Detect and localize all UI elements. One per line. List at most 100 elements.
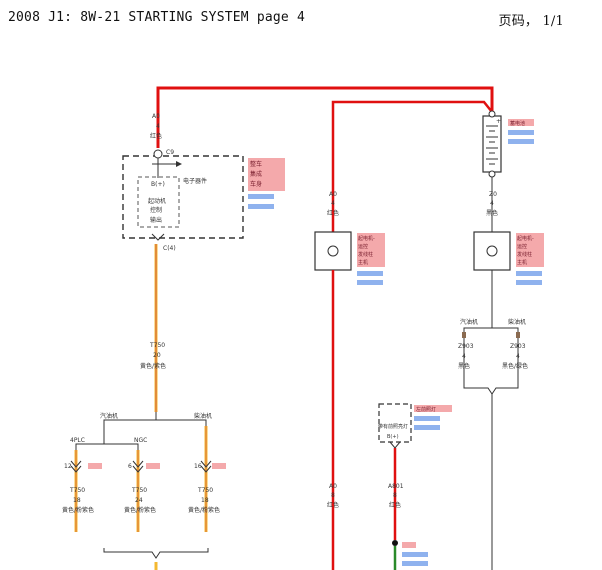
wire-z0-pin: 4	[490, 200, 494, 207]
relay-right-pink-2: 运控	[517, 243, 527, 250]
headlamp-box-label: 带有前照亮灯	[378, 423, 408, 430]
relay-left-pink-2: 运控	[358, 243, 368, 250]
relay-right-blue-2	[516, 280, 542, 285]
relay-left-pink	[357, 233, 385, 267]
relay-right-pink-1: 起电机-	[517, 235, 534, 242]
wire-a801-pin: 8	[393, 492, 397, 499]
branch-right-right-label: 柴油机	[508, 318, 526, 326]
module-pin-top: C9	[166, 149, 174, 156]
wire-z903-circuit: Z903	[458, 343, 474, 350]
wire-t750-main-circuit: T750	[149, 342, 165, 349]
connector-c2-pin: 6	[128, 463, 132, 470]
wire-a0-right-circuit: A0	[329, 191, 337, 198]
page-number: 页码， 1/1	[498, 14, 564, 29]
z903-stub-right	[516, 332, 520, 338]
relay-left-pink-3: 发线柱	[358, 251, 373, 258]
bottom-brace	[103, 548, 209, 559]
wire-a0-bottom-color: 红色	[327, 501, 339, 509]
module-inner-line-1: 起动机	[148, 197, 166, 205]
branch-left-label: 汽油机	[100, 412, 118, 420]
module-pink-line-3: 车身	[250, 180, 262, 188]
wire-t750-main-color: 黄色/紫色	[140, 362, 166, 370]
control-module	[122, 155, 244, 239]
module-pink-label	[248, 158, 285, 191]
connector-c2-label: NGC	[134, 437, 147, 444]
module-output-arrow	[151, 233, 165, 241]
wire-a0-right-top	[331, 100, 493, 232]
relay-right-blue-1	[516, 271, 542, 276]
wire-z0-color: 黑色	[486, 209, 498, 217]
module-blue-bar-2	[248, 204, 274, 209]
wire-t750-m-circuit: T750	[131, 487, 147, 494]
wire-t750-m-color: 黄色/粉紫色	[124, 506, 156, 514]
battery-plus-icon: +	[496, 118, 501, 125]
module-arrow-icon	[176, 161, 182, 167]
relay-left-pink-1: 起电机-	[358, 235, 375, 242]
relay-right-pink	[516, 233, 544, 267]
module-pin-bottom: C(4)	[163, 245, 176, 252]
relay-left-blue-1	[357, 271, 383, 276]
wire-a0-circuit: A0	[152, 113, 160, 120]
wire-t750-r-gauge: 18	[201, 497, 209, 504]
headlamp-box-b: B(+)	[387, 434, 399, 440]
wire-t750-l-color: 黄色/粉紫色	[62, 506, 94, 514]
module-pink-line-1: 整车	[250, 160, 262, 168]
connector-c2-pink	[146, 463, 160, 469]
connector-c1-icon	[70, 460, 82, 473]
battery-pink	[508, 119, 534, 126]
connector-c1-label: 4PLC	[70, 437, 85, 444]
connector-c3-pink	[212, 463, 226, 469]
wire-z903b-circuit: Z903	[510, 343, 526, 350]
wire-a801-circuit: A801	[388, 483, 404, 490]
headlamp-output-arrow	[389, 441, 401, 449]
wire-z903b-pin: 4	[516, 353, 520, 360]
wire-a0-right-pin: 4	[331, 200, 335, 207]
splice-blue-2	[402, 561, 428, 566]
connector-c3-icon	[200, 460, 212, 473]
starter-relay-right-terminal	[486, 245, 498, 257]
headlamp-blue-1	[414, 416, 440, 421]
relay-right-pink-4: 主机	[517, 259, 527, 266]
relay-right-pink-3: 发线柱	[517, 251, 532, 258]
headlamp-pink	[414, 405, 452, 412]
connector-c2-icon	[132, 460, 144, 473]
module-blue-bar-1	[248, 194, 274, 199]
battery-pink-text: 蓄电池	[510, 120, 525, 127]
wire-z903-pin: 4	[462, 353, 466, 360]
wire-t750-l-circuit: T750	[69, 487, 85, 494]
battery-blue-2	[508, 139, 534, 144]
battery-top-terminal	[488, 110, 496, 118]
splice-blue-1	[402, 552, 428, 557]
branch-brace-left	[103, 412, 207, 426]
wire-a801-color: 红色	[389, 501, 401, 509]
z903-stub-left	[462, 332, 466, 338]
branch-right-left-label: 汽油机	[460, 318, 478, 326]
wire-z903b-color: 黑色/绿色	[502, 362, 528, 370]
module-pink-line-2: 集成	[250, 170, 262, 178]
connector-c1-pin: 12	[64, 463, 72, 470]
branch-right-label: 柴油机	[194, 412, 212, 420]
module-b-label: B(+)	[151, 181, 165, 188]
module-text-top: 电子器件	[183, 177, 207, 185]
battery-cells	[486, 125, 498, 165]
branch-sub-brace	[75, 426, 139, 450]
wire-a0-bottom-pin: 8	[331, 492, 335, 499]
battery-blue-1	[508, 130, 534, 135]
wire-t750-main-gauge: 20	[153, 352, 161, 359]
wire-a0-color: 红色	[150, 132, 162, 140]
wire-a0-right-color: 红色	[327, 209, 339, 217]
wire-t750-r-circuit: T750	[197, 487, 213, 494]
module-inner-box	[137, 176, 180, 228]
wire-t750-m-gauge: 24	[135, 497, 143, 504]
wire-z0-circuit: Z0	[489, 191, 497, 198]
battery-bottom-terminal	[488, 170, 496, 178]
wire-t750-r-color: 黄色/粉紫色	[188, 506, 220, 514]
module-pin-circle	[153, 149, 163, 159]
headlamp-blue-2	[414, 425, 440, 430]
module-inner-line-2: 控制	[150, 206, 162, 214]
module-inner-line-3: 输出	[150, 216, 162, 224]
headlamp-pink-text: 左前照灯	[416, 406, 436, 413]
branch-brace-right-bottom	[463, 384, 519, 395]
branch-brace-right	[463, 326, 519, 334]
